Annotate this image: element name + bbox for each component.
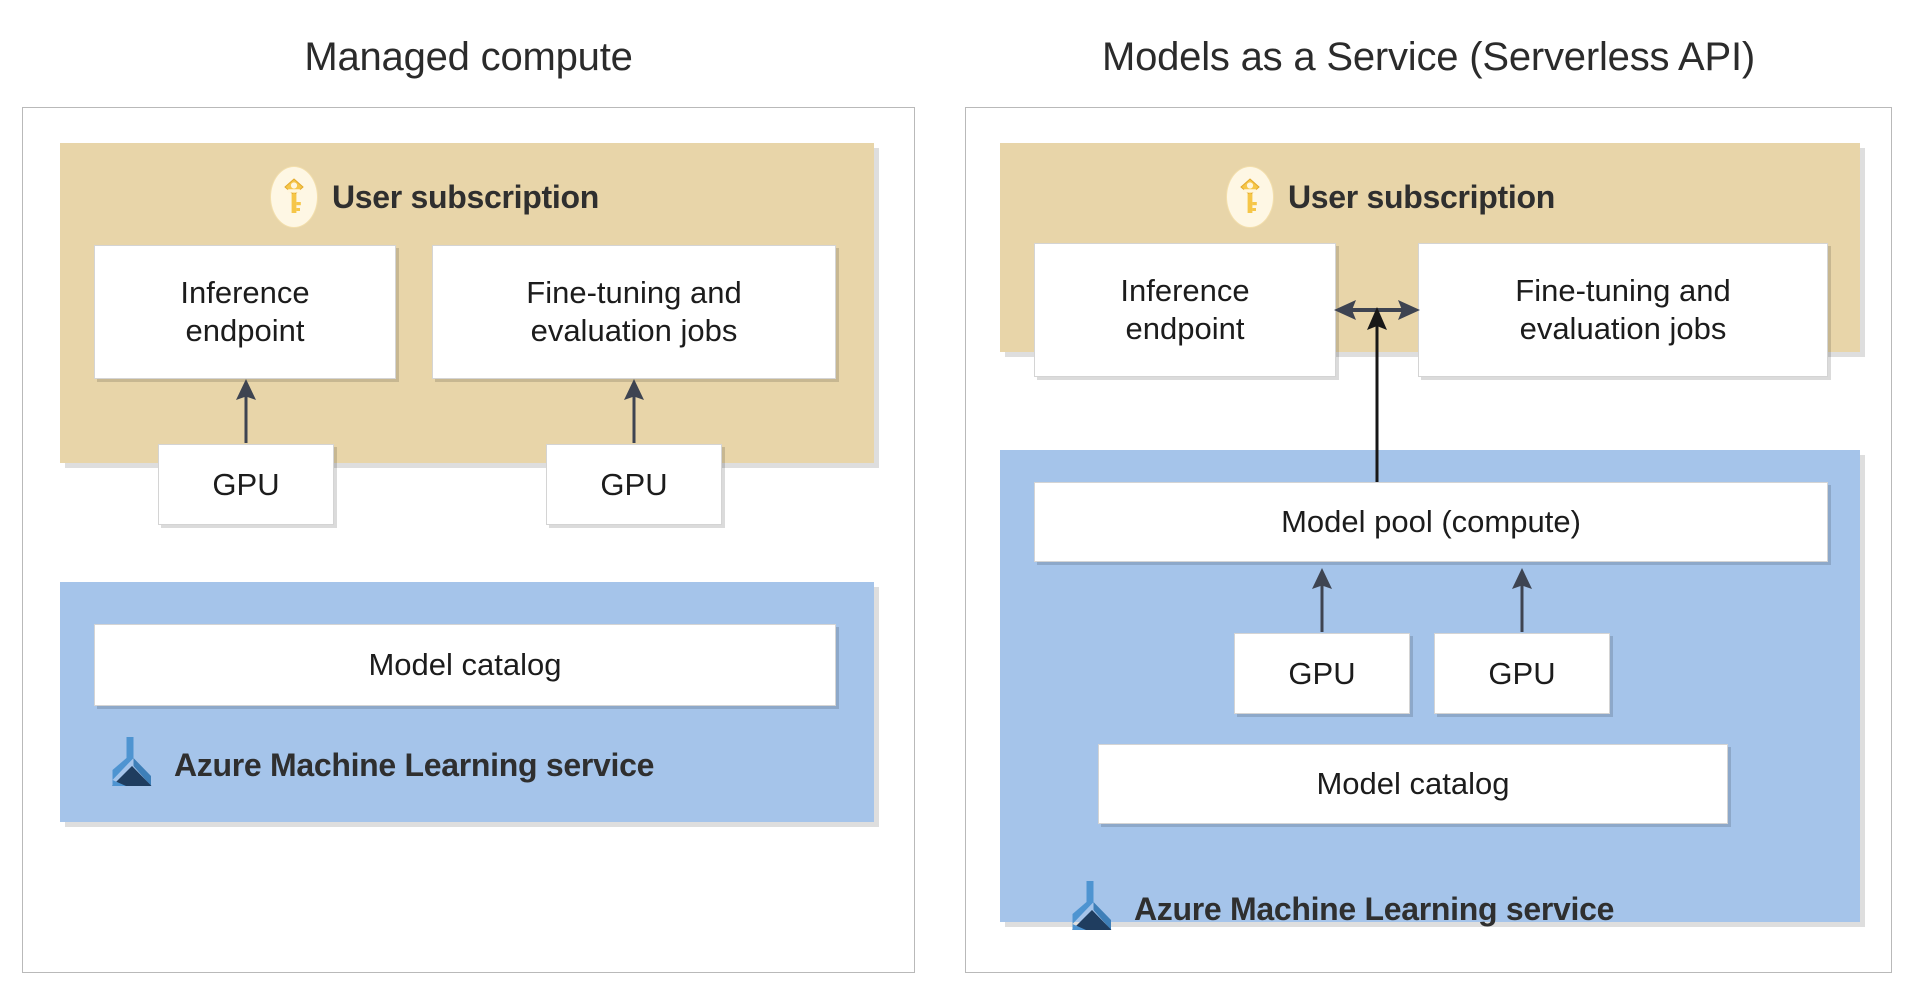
user-subscription-label: User subscription [1288, 178, 1555, 215]
azure-ml-service-text: Azure Machine Learning service [174, 746, 655, 783]
node-model-catalog-left[interactable]: Model catalog [94, 624, 836, 706]
key-icon [1226, 166, 1274, 228]
key-icon [270, 166, 318, 228]
node-model-pool-right[interactable]: Model pool (compute) [1034, 482, 1828, 562]
node-gpu-1-right[interactable]: GPU [1234, 633, 1410, 714]
azure-machine-learning-icon [112, 737, 152, 786]
node-fine-tuning-jobs-right[interactable]: Fine-tuning and evaluation jobs [1418, 243, 1828, 377]
node-inference-endpoint-left[interactable]: Inference endpoint [94, 245, 396, 379]
azure-ml-service-text: Azure Machine Learning service [1134, 890, 1615, 927]
user-subscription-label: User subscription [332, 178, 599, 215]
node-gpu-2-right[interactable]: GPU [1434, 633, 1610, 714]
user-subscription-header-left: User subscription [270, 166, 599, 228]
azure-ml-service-label-right: Azure Machine Learning service [1066, 880, 1614, 938]
node-model-catalog-right[interactable]: Model catalog [1098, 744, 1728, 824]
azure-machine-learning-icon [1072, 881, 1112, 930]
node-gpu-2-left[interactable]: GPU [546, 444, 722, 525]
node-fine-tuning-jobs-left[interactable]: Fine-tuning and evaluation jobs [432, 245, 836, 379]
panel-title-maas: Models as a Service (Serverless API) [1101, 35, 1756, 79]
panel-title-managed-compute: Managed compute [304, 35, 633, 79]
node-inference-endpoint-right[interactable]: Inference endpoint [1034, 243, 1336, 377]
user-subscription-header-right: User subscription [1226, 166, 1555, 228]
azure-ml-service-label-left: Azure Machine Learning service [106, 736, 654, 794]
node-gpu-1-left[interactable]: GPU [158, 444, 334, 525]
